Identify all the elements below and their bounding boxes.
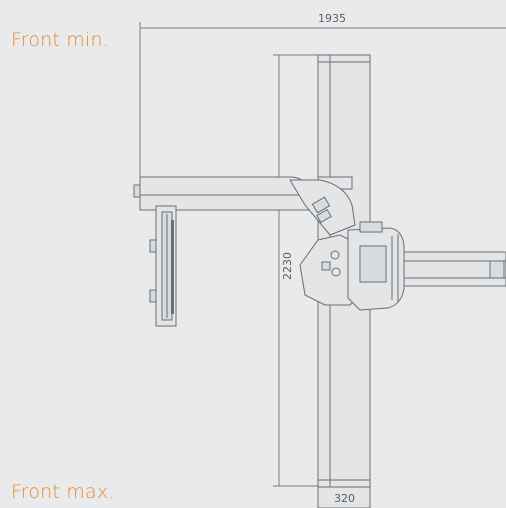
width-dimension: 1935 [139,12,506,180]
base-dimension: 320 [317,486,371,508]
base-dimension-label: 320 [334,492,355,505]
extension-arm [403,251,506,287]
ceph-unit [347,221,405,311]
height-dimension: 2230 [273,54,318,487]
label-front-max: Front max. [11,481,115,503]
height-dimension-label: 2230 [281,252,294,280]
width-dimension-label: 1935 [318,12,346,25]
sensor-panel [149,205,177,327]
label-front-min: Front min. [11,29,109,51]
